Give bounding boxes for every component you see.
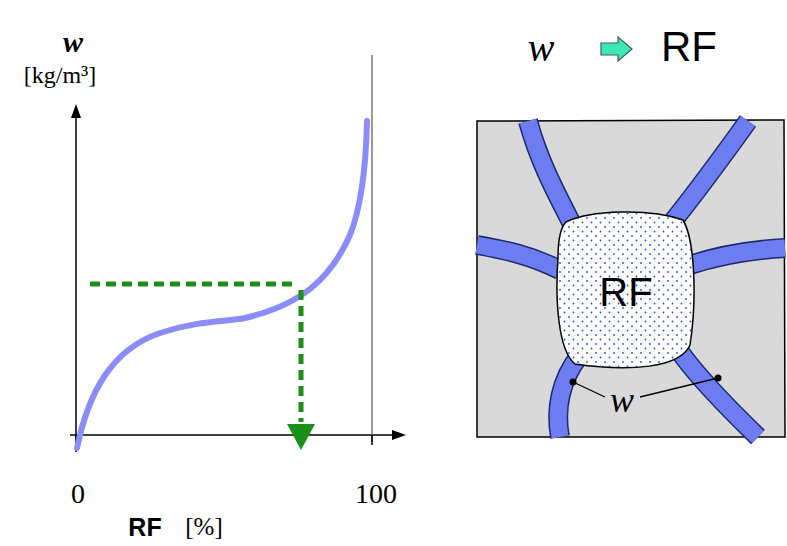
axis-unit: [%] [185, 513, 222, 541]
axis-unit: [kg/m³] [24, 62, 97, 89]
pore-label: RF [599, 270, 652, 315]
sorption-curve [77, 121, 367, 448]
limit-line [371, 55, 372, 442]
axis-symbol: w [63, 25, 83, 59]
leader-lines [570, 375, 722, 398]
material-box [477, 120, 785, 437]
pore-space: RF [559, 212, 693, 370]
material-sample: w RF [477, 120, 785, 437]
axis-symbol: RF [128, 513, 161, 542]
tick [371, 435, 373, 445]
reading-arrowhead [287, 424, 315, 450]
header-symbol: RF [661, 23, 717, 71]
water-channels [477, 121, 785, 437]
pore [557, 212, 694, 368]
reading-lines [90, 284, 301, 422]
axis-tick-label: 0 [71, 478, 85, 510]
pore-dots [557, 212, 694, 368]
header-symbol: w [528, 24, 555, 71]
axis-tick-label: 100 [355, 478, 397, 510]
chart-axes [70, 104, 406, 452]
block-arrow [601, 37, 632, 61]
water-label: w [610, 379, 634, 421]
